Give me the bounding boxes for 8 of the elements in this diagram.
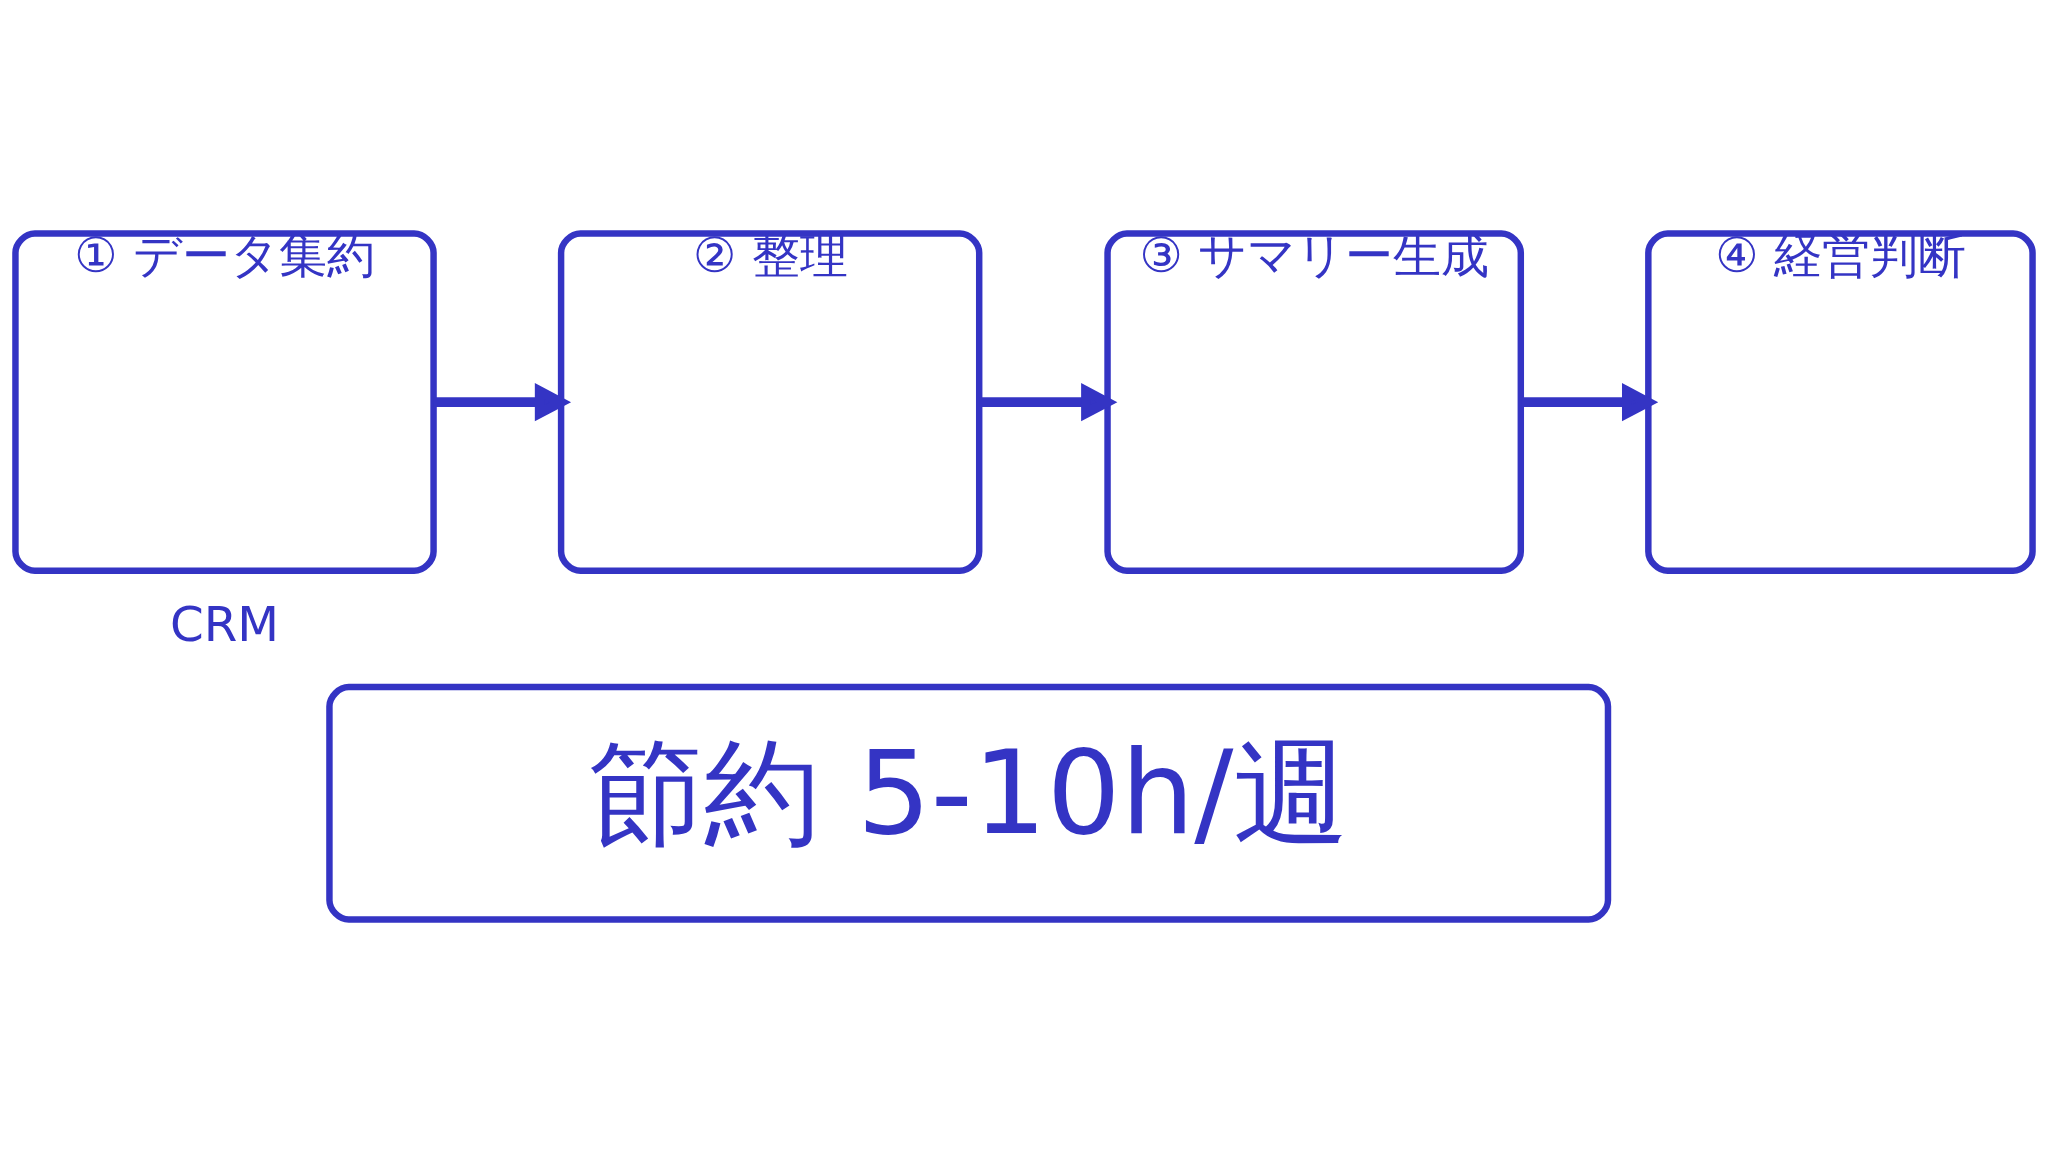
node-label: CRM: [169, 595, 280, 652]
node-box: ① データ集約: [12, 229, 437, 574]
node-box: ④ 経営判断: [1645, 229, 2036, 574]
arrow: [1521, 382, 1659, 421]
arrow: [979, 382, 1118, 421]
arrow: [433, 382, 572, 421]
node-box: 節約 5-10h/週: [326, 683, 1612, 923]
node-box: ③ サマリー生成: [1104, 229, 1525, 574]
